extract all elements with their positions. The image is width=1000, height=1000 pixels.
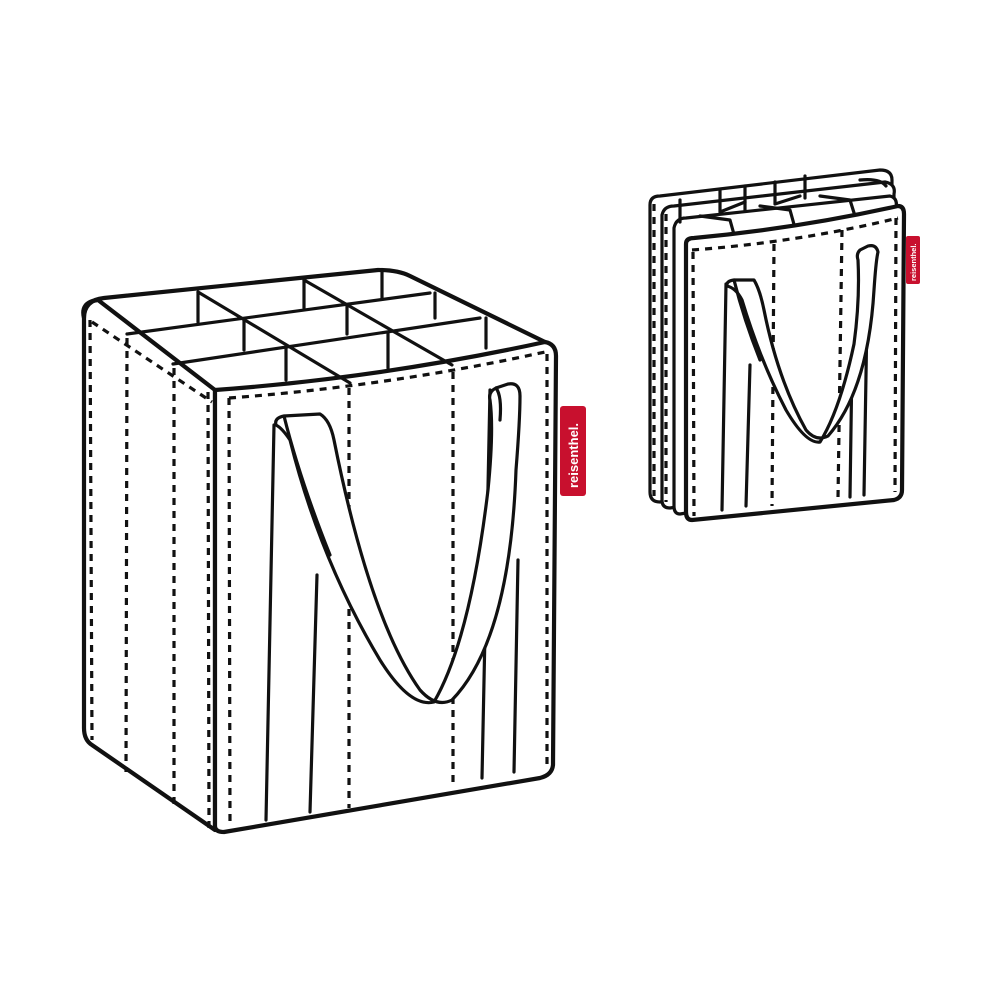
folded-bag-handle: [725, 244, 880, 444]
compartment-dividers: [96, 270, 488, 392]
left-side-stitching: [88, 319, 213, 829]
open-bag-top-rim: [81, 267, 548, 345]
open-bag-handle: [274, 382, 522, 705]
folded-compartment-tops: [678, 174, 888, 240]
folded-bag-brand-tag: reisenthel.: [906, 236, 920, 284]
folded-bag: reisenthel.: [648, 168, 920, 523]
open-bag: reisenthel.: [81, 267, 586, 835]
front-strap-lines: [264, 388, 520, 822]
open-bag-tag-text: reisenthel.: [566, 423, 581, 488]
open-bag-left-side: [81, 297, 218, 833]
open-bag-brand-tag: reisenthel.: [560, 406, 586, 496]
folded-bag-tag-text: reisenthel.: [909, 243, 918, 281]
